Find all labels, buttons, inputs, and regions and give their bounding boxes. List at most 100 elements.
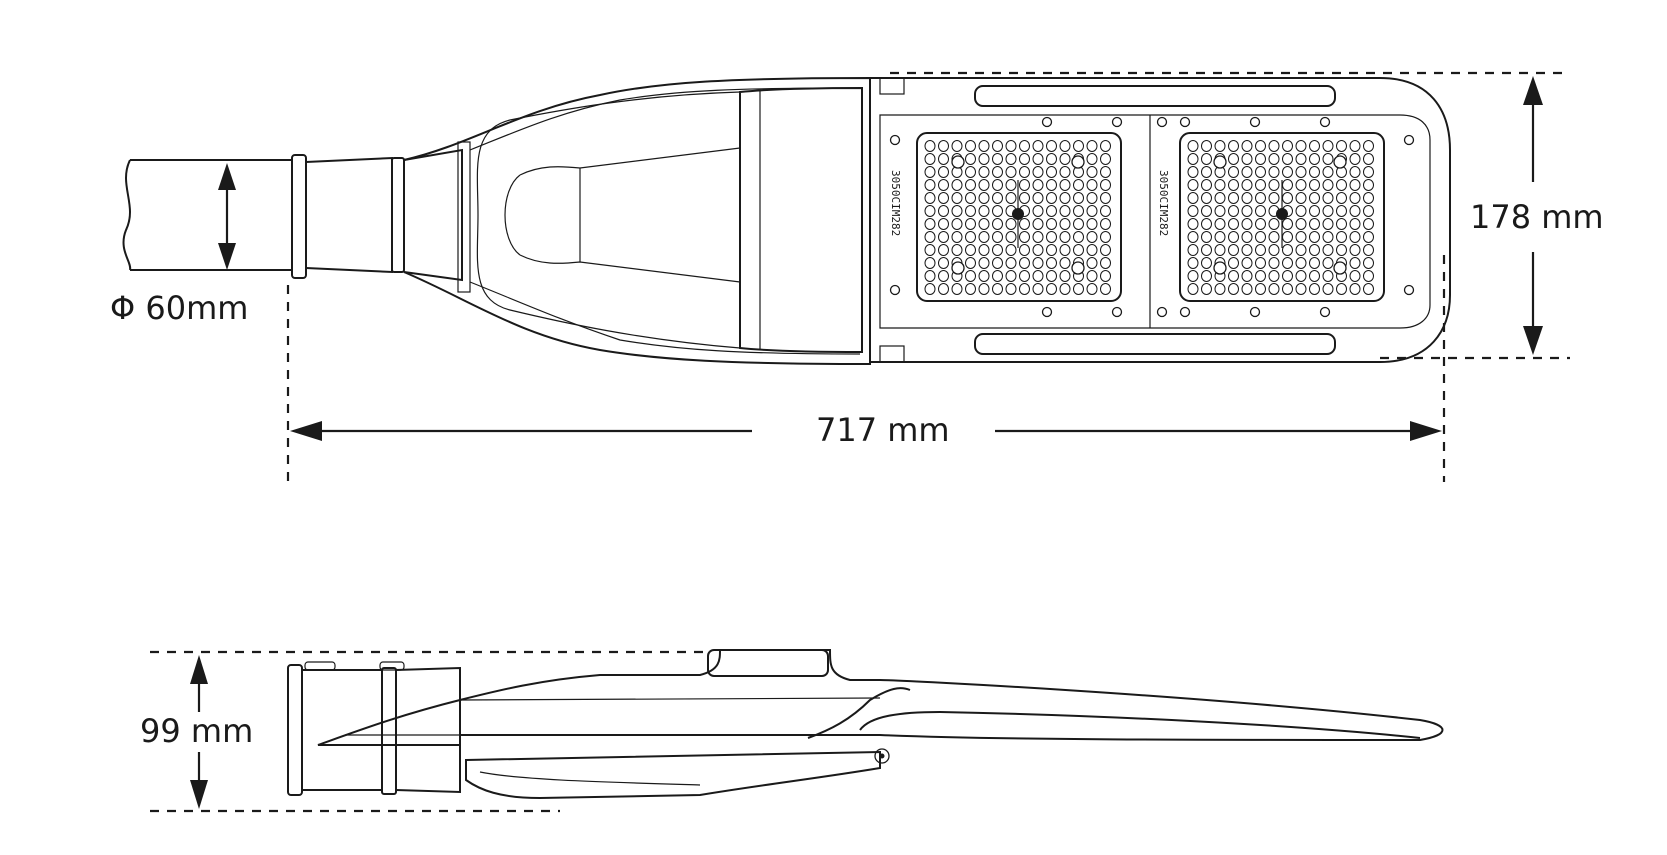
led-lens bbox=[1322, 153, 1334, 165]
led-lens bbox=[1059, 283, 1071, 295]
led-lens bbox=[924, 205, 936, 217]
frame-screws bbox=[889, 116, 1415, 318]
led-lens bbox=[1005, 192, 1017, 204]
led-lens bbox=[1201, 153, 1212, 165]
led-lens bbox=[1046, 166, 1057, 178]
led-lens bbox=[1005, 218, 1017, 230]
led-lens bbox=[1032, 140, 1044, 152]
led-lens bbox=[1282, 270, 1293, 282]
led-lens bbox=[1336, 205, 1347, 217]
frame-screw bbox=[1156, 306, 1168, 318]
led-lens bbox=[1363, 231, 1374, 243]
led-lens bbox=[1059, 166, 1071, 178]
led-lens bbox=[1241, 166, 1253, 178]
led-lens bbox=[1059, 244, 1071, 256]
led-lens bbox=[1086, 192, 1098, 204]
led-lens bbox=[924, 270, 936, 282]
led-lens bbox=[1086, 140, 1098, 152]
module-marking-left: 3050CIM282 bbox=[889, 170, 902, 236]
led-lens bbox=[1100, 244, 1111, 256]
frame-screw bbox=[1179, 116, 1191, 128]
led-lens bbox=[1059, 153, 1071, 165]
led-lens bbox=[938, 205, 949, 217]
led-lens bbox=[1100, 205, 1111, 217]
led-lens bbox=[1201, 192, 1212, 204]
frame-screw bbox=[1111, 116, 1123, 128]
led-lens bbox=[1255, 257, 1266, 269]
led-lens bbox=[1336, 140, 1347, 152]
led-lens bbox=[1073, 140, 1084, 152]
led-lens bbox=[965, 179, 976, 191]
led-lens bbox=[924, 257, 936, 269]
led-lens bbox=[1309, 231, 1320, 243]
led-lens bbox=[1268, 231, 1280, 243]
led-lens bbox=[1363, 283, 1374, 295]
led-lens bbox=[992, 166, 1003, 178]
led-lens bbox=[1363, 166, 1374, 178]
led-lens bbox=[978, 231, 990, 243]
frame-screw bbox=[889, 134, 901, 146]
led-lens bbox=[1282, 218, 1293, 230]
led-lens bbox=[1322, 231, 1334, 243]
led-lens bbox=[1187, 218, 1199, 230]
led-lens bbox=[951, 283, 963, 295]
led-lens bbox=[1187, 257, 1199, 269]
led-lens bbox=[1309, 270, 1320, 282]
led-lens bbox=[1086, 179, 1098, 191]
height-side-view-label: 99 mm bbox=[140, 712, 254, 750]
led-lens bbox=[992, 283, 1003, 295]
led-lens bbox=[938, 218, 949, 230]
led-lens bbox=[1201, 179, 1212, 191]
led-module-left bbox=[916, 132, 1122, 302]
led-lens bbox=[1255, 140, 1266, 152]
frame-screw bbox=[1041, 116, 1053, 128]
led-lens bbox=[1100, 179, 1111, 191]
led-lens bbox=[1349, 192, 1361, 204]
led-lens bbox=[1282, 192, 1293, 204]
led-lens bbox=[978, 166, 990, 178]
led-lens bbox=[1295, 166, 1307, 178]
led-lens bbox=[1228, 153, 1239, 165]
led-lens bbox=[1241, 270, 1253, 282]
led-lens bbox=[1309, 153, 1320, 165]
led-lens bbox=[1241, 283, 1253, 295]
led-lens bbox=[1046, 192, 1057, 204]
led-lens bbox=[1282, 283, 1293, 295]
side-view-extension-lines bbox=[150, 650, 708, 813]
led-lens bbox=[1322, 218, 1334, 230]
led-lens bbox=[1073, 205, 1084, 217]
side-clamp bbox=[287, 661, 461, 796]
led-lens bbox=[1201, 244, 1212, 256]
led-lens bbox=[1019, 257, 1030, 269]
led-lens bbox=[1255, 270, 1266, 282]
led-lens bbox=[951, 192, 963, 204]
led-lens bbox=[1086, 283, 1098, 295]
led-lens bbox=[924, 166, 936, 178]
led-lens bbox=[924, 244, 936, 256]
led-lens bbox=[1032, 231, 1044, 243]
led-lens bbox=[1086, 244, 1098, 256]
led-lens bbox=[1187, 166, 1199, 178]
led-lens bbox=[992, 140, 1003, 152]
led-lens bbox=[1187, 140, 1199, 152]
frame-screw bbox=[1041, 306, 1053, 318]
top-view: 3050CIM282 3050CIM282 bbox=[122, 71, 1570, 482]
led-lens bbox=[978, 153, 990, 165]
led-lens bbox=[1032, 218, 1044, 230]
led-lens bbox=[938, 192, 949, 204]
led-lens bbox=[1295, 140, 1307, 152]
led-lens bbox=[965, 270, 976, 282]
led-lens bbox=[978, 218, 990, 230]
led-lens bbox=[1046, 218, 1057, 230]
led-lens bbox=[1073, 283, 1084, 295]
led-lens bbox=[1349, 166, 1361, 178]
led-lens bbox=[1268, 192, 1280, 204]
led-lens bbox=[1100, 166, 1111, 178]
led-lens bbox=[1228, 140, 1239, 152]
led-lens bbox=[1046, 231, 1057, 243]
led-lens bbox=[1322, 140, 1334, 152]
led-lens bbox=[1187, 231, 1199, 243]
led-lens bbox=[965, 205, 976, 217]
led-lens bbox=[1100, 231, 1111, 243]
led-lens bbox=[1309, 257, 1320, 269]
